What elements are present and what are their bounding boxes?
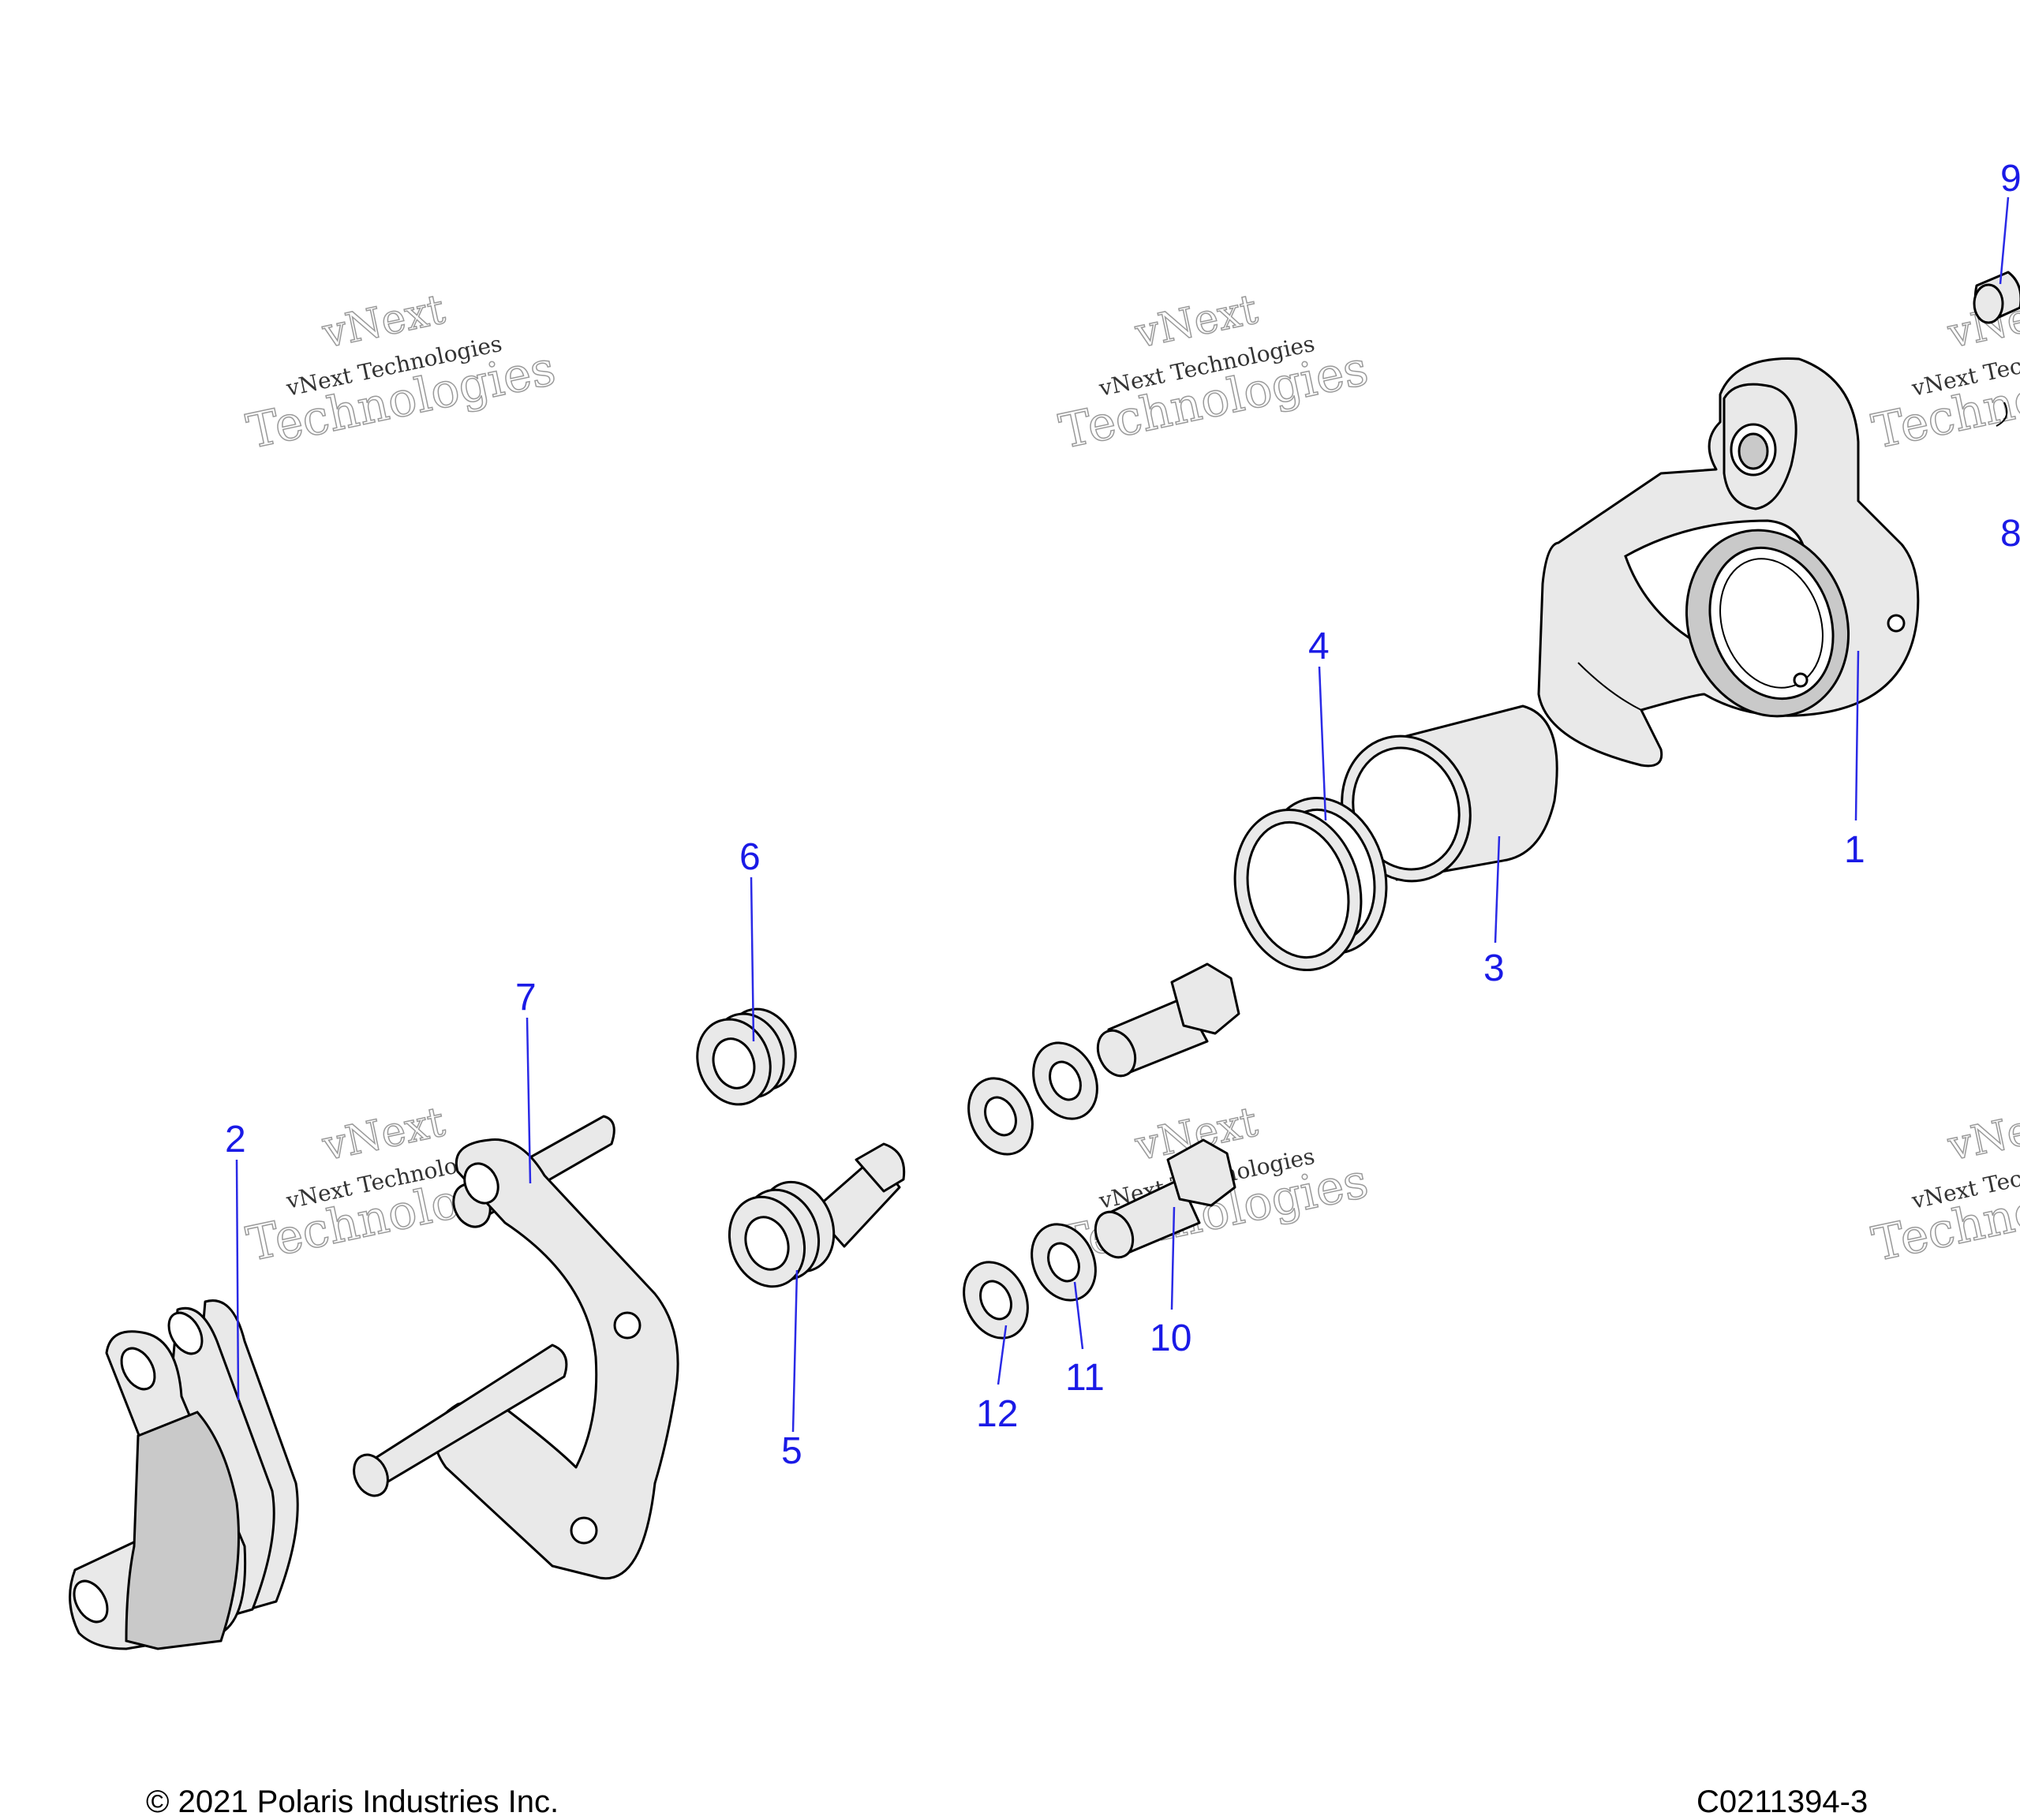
part-2-brake-pads <box>69 1299 299 1650</box>
washer-upper-left <box>967 1077 1034 1156</box>
drawing-code: C0211394-3 <box>1696 1784 1868 1819</box>
part-8-fragment <box>1996 402 2008 427</box>
leader-9 <box>1999 196 2010 285</box>
leader-11 <box>1073 1281 1084 1350</box>
part-7-bracket <box>353 1115 679 1580</box>
leader-7 <box>526 1017 532 1184</box>
callout-4: 4 <box>1308 626 1330 667</box>
callout-5: 5 <box>781 1430 802 1472</box>
callout-2: 2 <box>225 1119 246 1160</box>
part-1-caliper-housing <box>1537 357 1920 768</box>
leader-1 <box>1854 650 1860 821</box>
part-5-pin <box>728 1142 906 1288</box>
callout-6: 6 <box>739 836 761 878</box>
leader-6 <box>750 876 755 1042</box>
leader-4 <box>1318 666 1327 821</box>
leader-3 <box>1494 835 1501 944</box>
leader-10 <box>1170 1206 1176 1310</box>
callout-11: 11 <box>1065 1357 1105 1399</box>
callout-1: 1 <box>1844 829 1865 871</box>
bolt-upper <box>1096 962 1240 1078</box>
callout-10: 10 <box>1150 1317 1191 1359</box>
part-4-seals <box>1233 796 1388 972</box>
washer-upper-right <box>1032 1041 1098 1120</box>
part-9-cap <box>1973 271 2020 324</box>
callout-12: 12 <box>976 1393 1018 1435</box>
leader-2 <box>235 1159 240 1401</box>
leader-12 <box>997 1325 1008 1385</box>
watermark: vNext vNext Technologies Technologies <box>241 286 560 461</box>
part-6-grommet <box>696 1007 797 1106</box>
callout-7: 7 <box>515 977 537 1018</box>
part-10-bolt <box>1094 1138 1236 1259</box>
watermark: vNext vNext Technologies Technologies <box>1054 286 1373 461</box>
callout-9: 9 <box>2000 158 2020 200</box>
copyright-text: © 2021 Polaris Industries Inc. <box>146 1784 559 1819</box>
part-12-washer <box>963 1261 1029 1340</box>
svg-text:vNext: vNext <box>1943 1098 2020 1170</box>
callout-3: 3 <box>1483 947 1505 989</box>
leader-5 <box>791 1269 799 1433</box>
watermark: vNext vNext Technologies Technologies <box>1867 1098 2020 1273</box>
part-11-washer <box>1031 1223 1097 1302</box>
callout-8: 8 <box>2000 513 2020 555</box>
